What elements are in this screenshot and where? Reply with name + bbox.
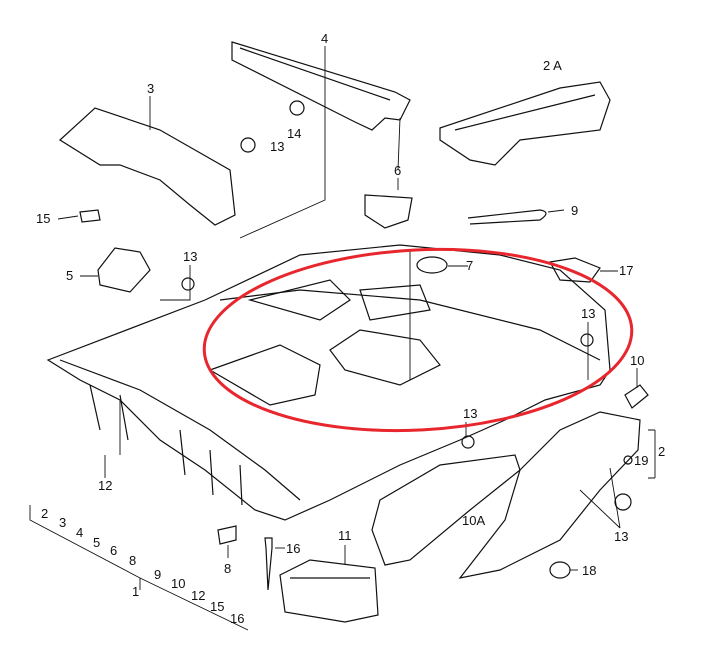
callout-13: 13 <box>183 249 198 264</box>
legend-16: 16 <box>230 611 245 626</box>
callout-5: 5 <box>66 268 74 283</box>
callout-2a: 2 A <box>543 58 562 73</box>
legend-15: 15 <box>210 599 225 614</box>
part-5-bracket <box>97 247 151 293</box>
part-7-grommet <box>416 256 448 274</box>
callout-12: 12 <box>98 478 113 493</box>
part-10-clip <box>624 384 649 409</box>
callout-7: 7 <box>466 258 474 273</box>
callout-3: 3 <box>147 81 155 96</box>
legend-12: 12 <box>191 588 206 603</box>
callout-13: 13 <box>270 139 285 154</box>
legend-3: 3 <box>59 515 67 530</box>
callout-13: 13 <box>614 529 629 544</box>
legend-9: 9 <box>154 567 162 582</box>
highlight-ellipse <box>202 247 634 433</box>
part-11-box <box>279 559 379 623</box>
callout-4: 4 <box>321 31 329 46</box>
part-3-panel <box>59 107 236 226</box>
part-16-bolt <box>264 537 273 591</box>
callout-14: 14 <box>287 126 302 141</box>
part-6-bracket <box>364 194 413 229</box>
callout-16: 16 <box>286 541 301 556</box>
callout-19: 19 <box>634 453 649 468</box>
part-4-crossmember <box>231 41 411 131</box>
callout-2: 2 <box>658 444 666 459</box>
callout-17: 17 <box>619 263 634 278</box>
legend-2: 2 <box>41 506 49 521</box>
floor-pan <box>46 244 611 521</box>
legend-5: 5 <box>93 535 101 550</box>
legend-4: 4 <box>76 525 84 540</box>
part-9-strap <box>467 209 547 225</box>
callout-18: 18 <box>582 563 597 578</box>
callout-13: 13 <box>581 306 596 321</box>
legend-6: 6 <box>110 543 118 558</box>
legend-10: 10 <box>171 576 186 591</box>
part-15-plate <box>79 209 101 223</box>
callout-6: 6 <box>394 163 402 178</box>
callout-13: 13 <box>463 406 478 421</box>
part-17-bracket <box>549 257 601 283</box>
callout-11: 11 <box>338 528 352 543</box>
part-10a-panel <box>371 454 521 566</box>
part-18-plug <box>549 561 571 579</box>
part-2-wheelhouse <box>458 411 641 579</box>
part-2a-member <box>439 81 611 166</box>
legend-8: 8 <box>129 553 137 568</box>
part-8-clip <box>217 525 237 545</box>
callout-8: 8 <box>224 561 232 576</box>
callout-10a: 10A <box>462 513 486 528</box>
callout-9: 9 <box>571 203 579 218</box>
callout-15: 15 <box>36 211 51 226</box>
callout-10: 10 <box>630 353 645 368</box>
legend-1: 1 <box>132 584 140 599</box>
